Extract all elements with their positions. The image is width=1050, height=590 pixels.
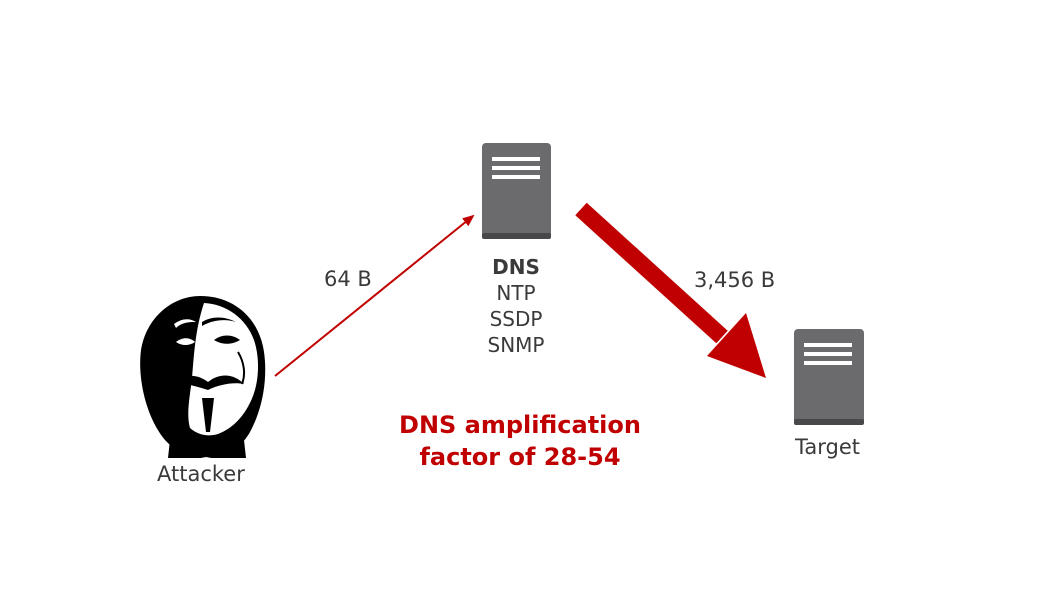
response-arrow: [575, 202, 766, 378]
anonymous-mask-icon: [140, 296, 266, 458]
attacker-label: Attacker: [157, 462, 245, 486]
target-server-icon: [794, 329, 864, 425]
target-label: Target: [795, 435, 860, 459]
reflector-server-icon: [482, 143, 551, 239]
request-size-label: 64 B: [324, 267, 372, 291]
caption-line-1: DNS amplification: [399, 411, 641, 439]
amplification-caption: DNS amplification factor of 28-54: [370, 409, 670, 473]
response-size-label: 3,456 B: [694, 268, 776, 292]
protocol-dns: DNS: [492, 255, 540, 279]
protocol-ntp: NTP: [496, 281, 536, 305]
reflector-protocol-list: DNS NTP SSDP SNMP: [456, 254, 576, 358]
caption-line-2: factor of 28-54: [419, 443, 621, 471]
request-arrow: [274, 214, 475, 377]
protocol-ssdp: SSDP: [489, 307, 543, 331]
protocol-snmp: SNMP: [487, 333, 545, 357]
